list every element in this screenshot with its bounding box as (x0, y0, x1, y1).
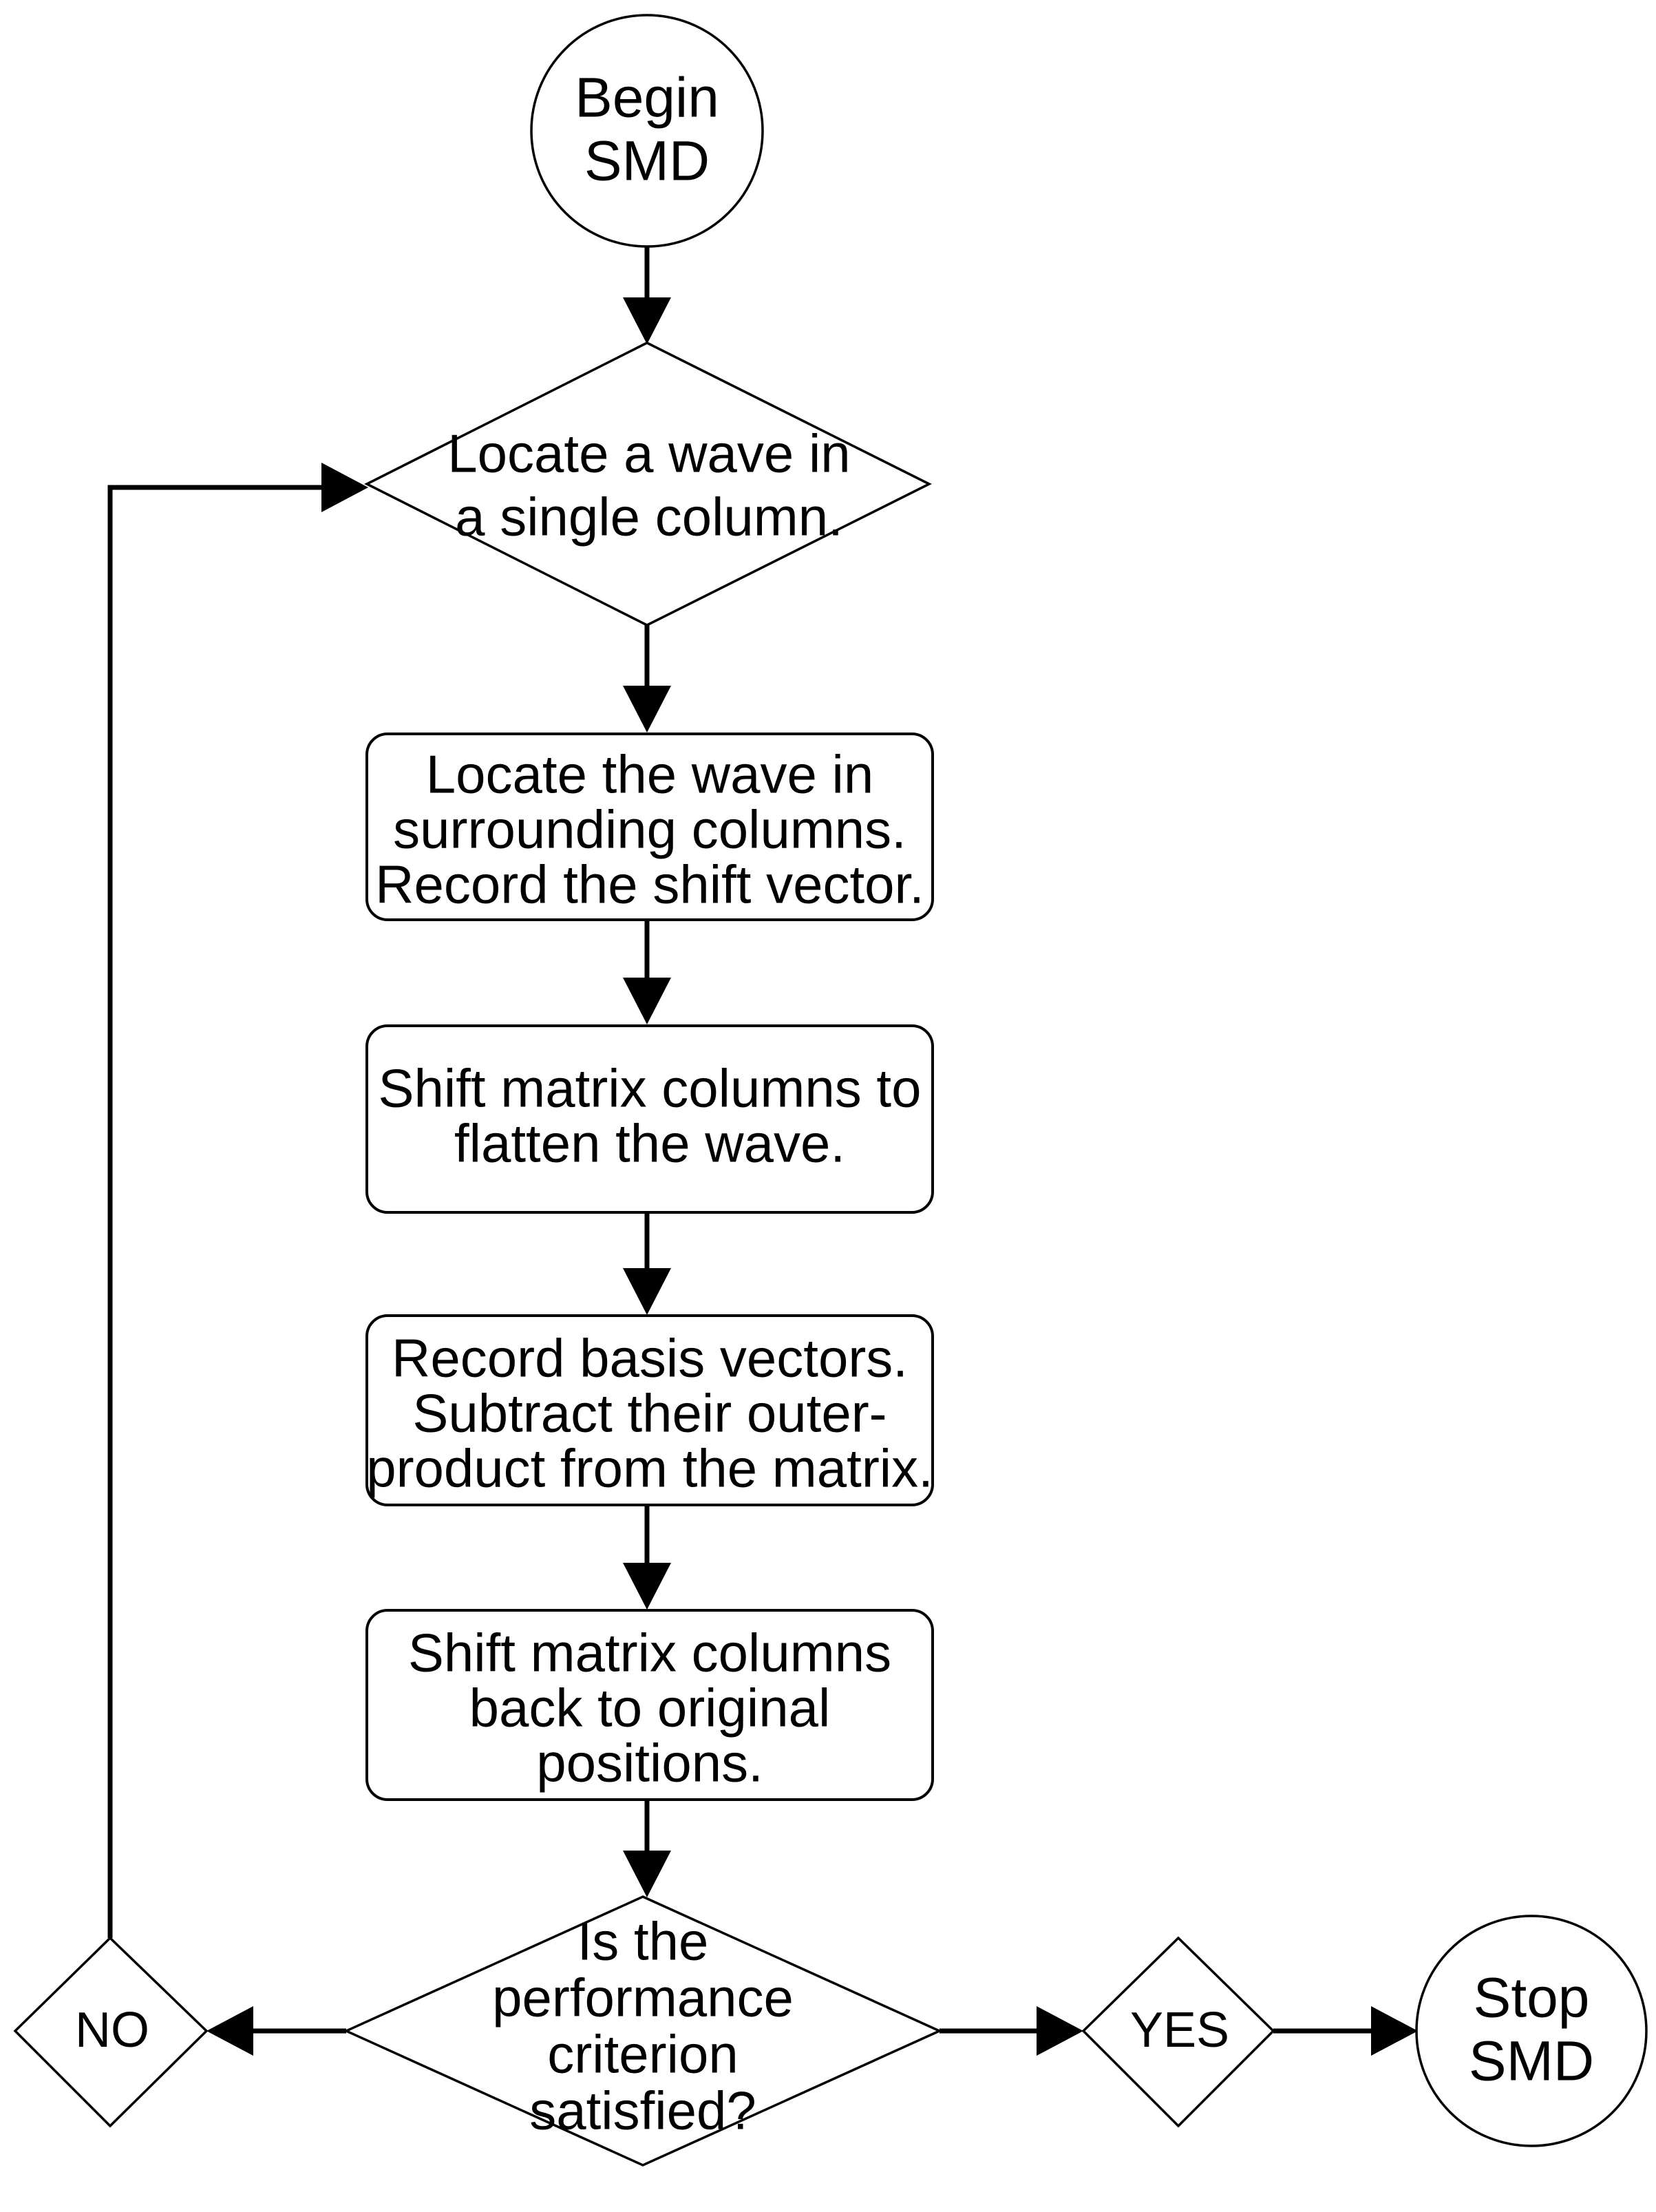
node-stop-smd[interactable]: Stop SMD (1415, 1915, 1648, 2147)
node-branch-yes[interactable]: YES (1081, 1936, 1275, 2128)
edge-branch-no-to-locate-single-column (107, 463, 368, 1938)
locate-surrounding-label-line2: surrounding columns. (393, 799, 906, 860)
stop-smd-circle (1415, 1915, 1648, 2147)
locate-surrounding-box (365, 733, 934, 921)
locate-surrounding-label-line3: Record the shift vector. (375, 854, 924, 915)
criterion-label-line4: satisfied? (529, 2081, 756, 2141)
locate-single-column-label-line2: a single column. (455, 487, 843, 547)
edge-locate-single-column-to-locate-surrounding (623, 625, 671, 733)
edge-shift-back-to-criterion (623, 1800, 671, 1897)
shift-back-label-line3: positions. (536, 1733, 763, 1793)
node-record-basis[interactable]: Record basis vectors. Subtract their out… (365, 1314, 934, 1506)
branch-yes-diamond (1081, 1936, 1275, 2128)
node-criterion[interactable]: Is the performance criterion satisfied? (343, 1895, 943, 2167)
branch-no-label: NO (75, 2003, 149, 2058)
node-branch-no[interactable]: NO (13, 1936, 209, 2128)
node-shift-back[interactable]: Shift matrix columns back to original po… (365, 1609, 934, 1801)
criterion-label-line3: criterion (547, 2024, 738, 2085)
record-basis-label-line2: Subtract their outer- (412, 1383, 887, 1444)
node-shift-flatten[interactable]: Shift matrix columns to flatten the wave… (365, 1024, 934, 1214)
stop-smd-label-line1: Stop (1474, 1967, 1590, 2030)
edge-criterion-to-branch-yes (940, 2006, 1083, 2056)
edge-begin-to-locate-single-column (623, 246, 671, 344)
begin-smd-circle (530, 14, 764, 248)
criterion-diamond (343, 1895, 943, 2167)
shift-back-label-line1: Shift matrix columns (408, 1623, 891, 1683)
shift-flatten-label-line1: Shift matrix columns to (379, 1058, 922, 1119)
begin-smd-label-line1: Begin (575, 67, 719, 129)
node-locate-single-column[interactable]: Locate a wave in a single column. (364, 341, 932, 626)
shift-back-box (365, 1609, 934, 1801)
node-begin-smd[interactable]: Begin SMD (530, 14, 764, 248)
record-basis-box (365, 1314, 934, 1506)
record-basis-label-line1: Record basis vectors. (392, 1328, 908, 1389)
shift-flatten-box (365, 1024, 934, 1214)
locate-single-column-label-line1: Locate a wave in (447, 423, 850, 484)
record-basis-label-line3: product from the matrix. (366, 1438, 933, 1499)
locate-single-column-diamond (364, 341, 932, 626)
criterion-label-line1: Is the (577, 1911, 709, 1972)
stop-smd-label-line2: SMD (1469, 2030, 1594, 2093)
shift-back-label-line2: back to original (469, 1678, 831, 1738)
edge-locate-surrounding-to-shift-flatten (623, 920, 671, 1024)
node-locate-surrounding[interactable]: Locate the wave in surrounding columns. … (365, 733, 934, 921)
locate-surrounding-label-line1: Locate the wave in (426, 744, 873, 805)
shift-flatten-label-line2: flatten the wave. (454, 1113, 845, 1174)
criterion-label-line2: performance (492, 1968, 794, 2028)
edge-branch-yes-to-stop (1273, 2006, 1418, 2056)
edge-criterion-to-branch-no (206, 2006, 346, 2056)
begin-smd-label-line2: SMD (584, 130, 710, 193)
branch-yes-label: YES (1130, 2003, 1229, 2058)
edge-shift-flatten-to-record-basis (623, 1212, 671, 1315)
edge-record-basis-to-shift-back (623, 1505, 671, 1610)
branch-no-diamond (13, 1936, 209, 2128)
